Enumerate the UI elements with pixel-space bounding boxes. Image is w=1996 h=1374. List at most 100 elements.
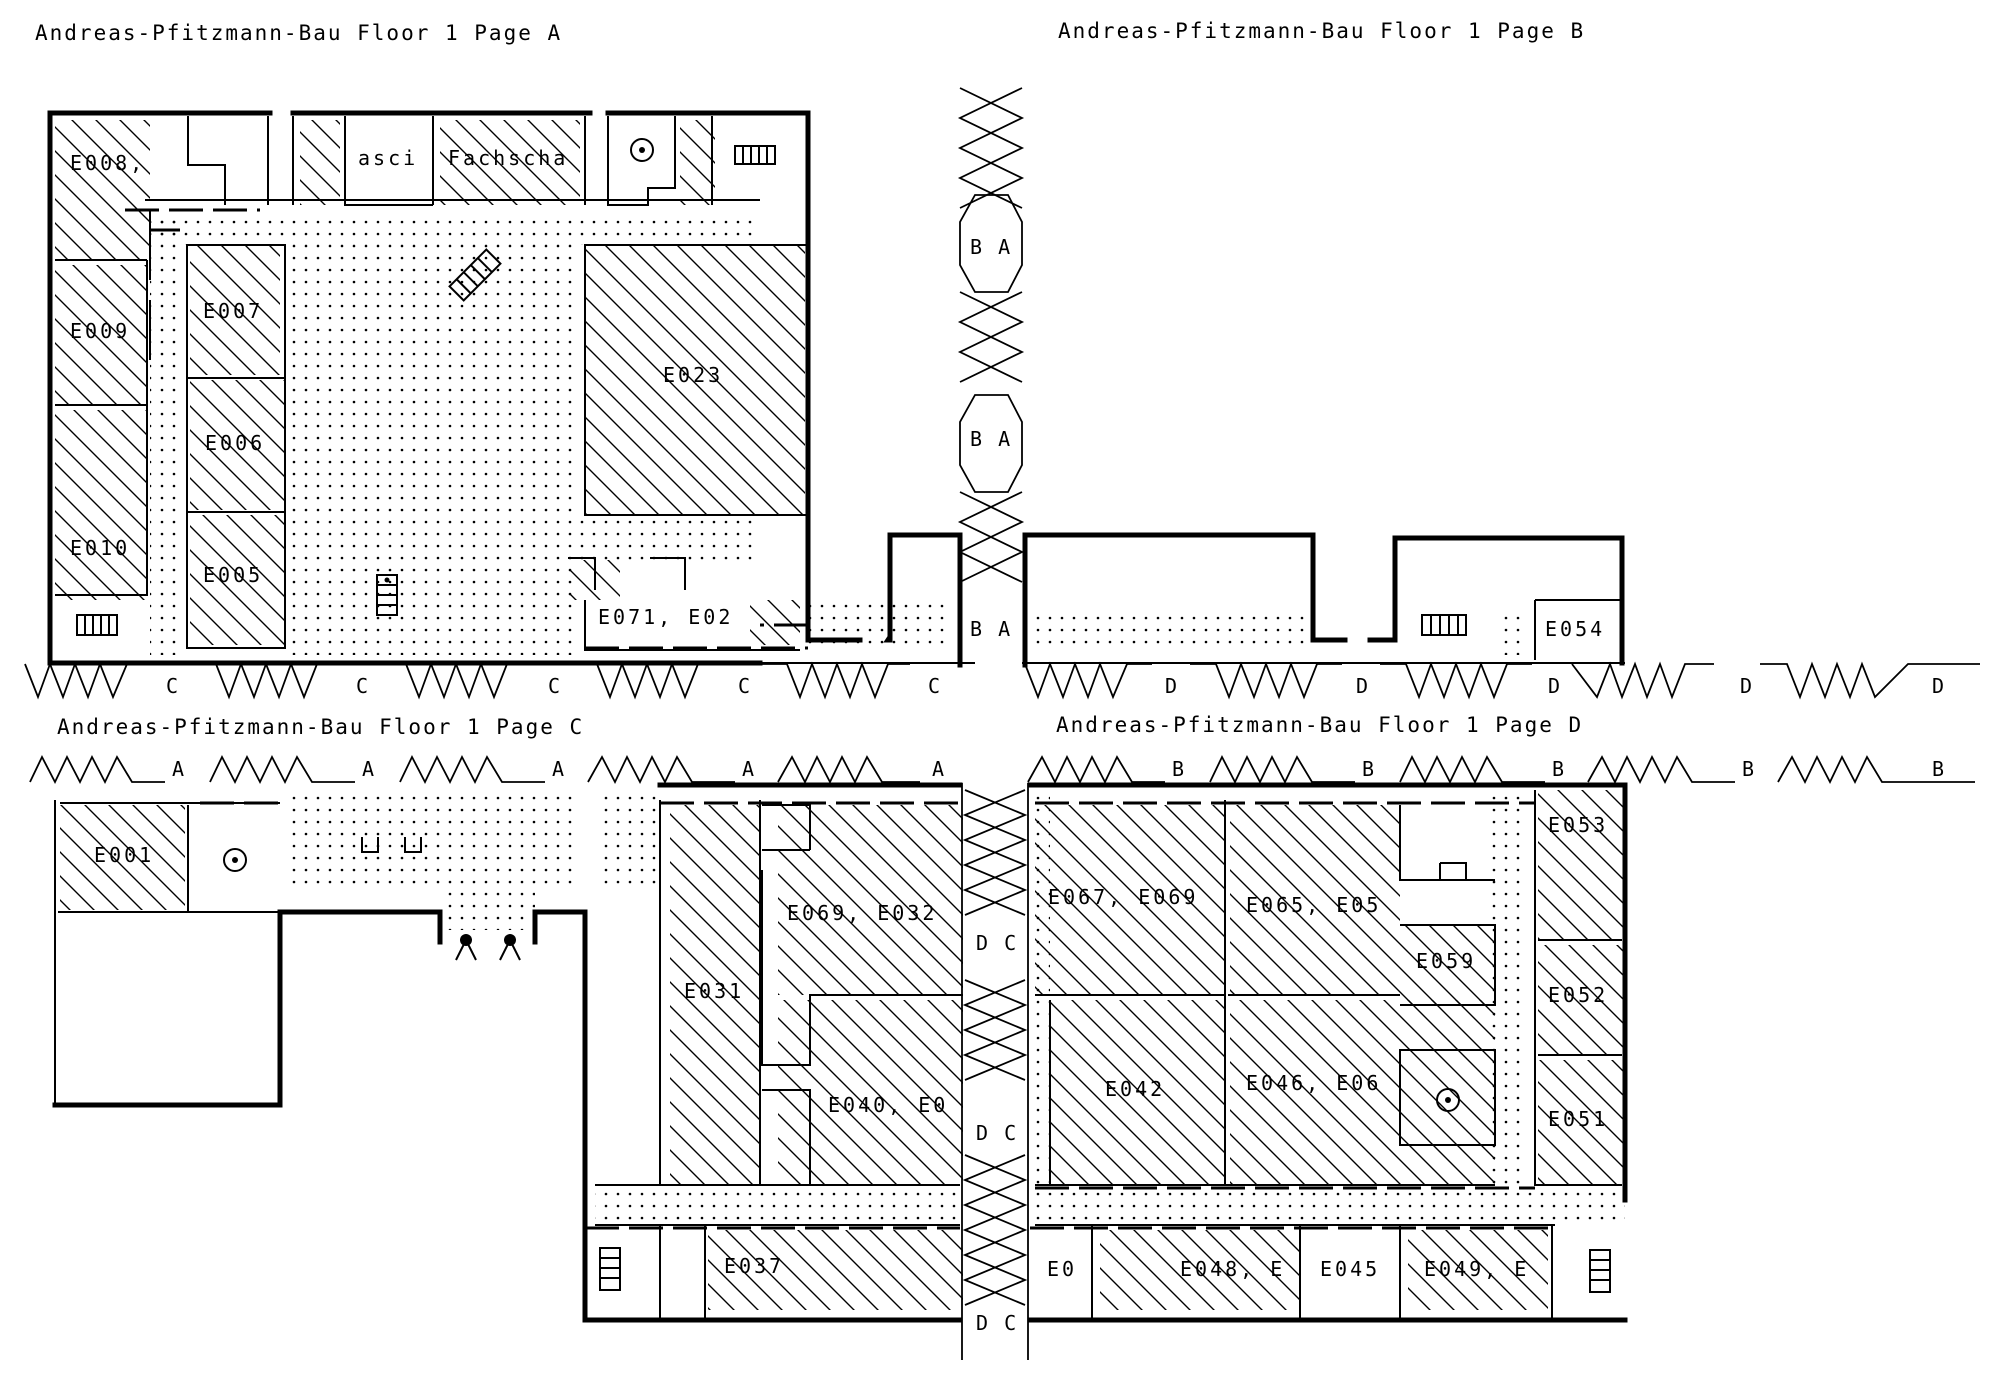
room-label-e054: E054 bbox=[1545, 617, 1605, 641]
connector-label: D C bbox=[976, 931, 1018, 955]
room-e046[interactable] bbox=[1230, 1000, 1495, 1185]
connector-label: A bbox=[932, 757, 946, 781]
room-label-e001: E001 bbox=[94, 843, 154, 867]
connector-label: D bbox=[1356, 674, 1370, 698]
elevator-icon bbox=[630, 138, 654, 162]
room-label-e059: E059 bbox=[1416, 949, 1476, 973]
stairs-icon bbox=[1421, 614, 1467, 636]
room-label-e008: E008, bbox=[70, 151, 145, 175]
room-label-e065: E065, E05 bbox=[1246, 893, 1381, 917]
stairs-icon bbox=[376, 574, 398, 616]
entrance-icon bbox=[455, 934, 521, 961]
room-label-e071: E071, E02 bbox=[598, 605, 733, 629]
connector-label: B bbox=[1172, 757, 1186, 781]
room-label-e0: E0 bbox=[1047, 1257, 1077, 1281]
stairs-icon bbox=[448, 248, 502, 302]
connector-label: C bbox=[166, 674, 180, 698]
connector-label: D bbox=[1932, 674, 1946, 698]
room-label-e049: E049, E bbox=[1424, 1257, 1529, 1281]
room-label-e042: E042 bbox=[1105, 1077, 1165, 1101]
room-e065[interactable] bbox=[1230, 805, 1400, 995]
connector-label: B bbox=[1362, 757, 1376, 781]
room-label-e046: E046, E06 bbox=[1246, 1071, 1381, 1095]
room-e053[interactable] bbox=[1538, 790, 1623, 940]
page-title-c: Andreas-Pfitzmann-Bau Floor 1 Page C bbox=[57, 715, 584, 739]
room-e009[interactable] bbox=[55, 265, 147, 405]
room-e042[interactable] bbox=[1050, 1000, 1225, 1185]
room-label-e005: E005 bbox=[203, 563, 263, 587]
room-label-e009: E009 bbox=[70, 319, 130, 343]
room-e007[interactable] bbox=[190, 245, 280, 375]
connector-label: C bbox=[356, 674, 370, 698]
elevator-icon bbox=[1436, 1088, 1460, 1112]
connector-label: C bbox=[548, 674, 562, 698]
connector-label: A bbox=[362, 757, 376, 781]
connector-label: B bbox=[1932, 757, 1946, 781]
room-label-e007: E007 bbox=[203, 299, 263, 323]
elevator-icon bbox=[223, 848, 247, 872]
connector-label: B bbox=[1742, 757, 1756, 781]
room-e051[interactable] bbox=[1538, 1060, 1623, 1185]
room-label-e010: E010 bbox=[70, 536, 130, 560]
room-e037[interactable] bbox=[708, 1230, 963, 1310]
room-e048[interactable] bbox=[1100, 1230, 1300, 1310]
page-title-b: Andreas-Pfitzmann-Bau Floor 1 Page B bbox=[1058, 19, 1585, 43]
connector-label: B bbox=[1552, 757, 1566, 781]
page-title-d: Andreas-Pfitzmann-Bau Floor 1 Page D bbox=[1056, 713, 1583, 737]
room-label-e045: E045 bbox=[1320, 1257, 1380, 1281]
room-label-asci: asci bbox=[358, 146, 418, 170]
room-e052[interactable] bbox=[1538, 945, 1623, 1055]
room-label-e069-e032: E069, E032 bbox=[787, 901, 937, 925]
connector-c-d: D C D C D C bbox=[961, 783, 1029, 1360]
stairs-icon bbox=[1589, 1249, 1611, 1293]
stairs-icon bbox=[599, 1247, 621, 1291]
connector-label: B A bbox=[970, 235, 1012, 259]
connector-row-top: C C C C C D D D D D bbox=[24, 661, 1980, 700]
room-e031[interactable] bbox=[670, 805, 760, 1185]
room-e005[interactable] bbox=[190, 515, 285, 645]
stairs-icon bbox=[734, 145, 776, 165]
connector-label: B A bbox=[970, 617, 1012, 641]
room-label-e051: E051 bbox=[1548, 1107, 1608, 1131]
room-label-e006: E006 bbox=[205, 431, 265, 455]
connector-label: D C bbox=[976, 1311, 1018, 1335]
connector-label: D bbox=[1740, 674, 1754, 698]
connector-label: A bbox=[172, 757, 186, 781]
restroom-icon bbox=[361, 837, 422, 853]
page-a-plan: E008, asci Fachscha E009 E007 E006 E010 … bbox=[47, 110, 1625, 668]
room-e067-e069[interactable] bbox=[1035, 805, 1225, 995]
room-e069-e032[interactable] bbox=[778, 805, 963, 995]
room-e059[interactable] bbox=[1400, 925, 1495, 1005]
connector-label: C bbox=[738, 674, 752, 698]
room-e006[interactable] bbox=[190, 380, 285, 510]
page-d-labels: E067, E069 E065, E05 E059 E042 E046, E06… bbox=[1047, 813, 1608, 1281]
connector-label: A bbox=[552, 757, 566, 781]
page-c-plan: E001 E069, E032 E031 E040, E0 E037 bbox=[52, 782, 1628, 1323]
connector-label: B A bbox=[970, 427, 1012, 451]
room-label-e052: E052 bbox=[1548, 983, 1608, 1007]
room-e010[interactable] bbox=[55, 410, 147, 600]
stairs-icon bbox=[76, 614, 118, 636]
connector-label: C bbox=[928, 674, 942, 698]
room-label-e040: E040, E0 bbox=[828, 1093, 948, 1117]
connector-label: D bbox=[1548, 674, 1562, 698]
connector-label: D C bbox=[976, 1121, 1018, 1145]
room-label-e031: E031 bbox=[684, 979, 744, 1003]
connector-label: D bbox=[1165, 674, 1179, 698]
room-e040[interactable] bbox=[778, 1000, 963, 1185]
room-e001[interactable] bbox=[60, 805, 185, 910]
room-label-e053: E053 bbox=[1548, 813, 1608, 837]
connector-label: A bbox=[742, 757, 756, 781]
page-title-a: Andreas-Pfitzmann-Bau Floor 1 Page A bbox=[35, 21, 562, 45]
room-label-e048: E048, E bbox=[1180, 1257, 1285, 1281]
room-e023[interactable] bbox=[585, 245, 805, 515]
room-label-e023: E023 bbox=[663, 363, 723, 387]
connector-a-b: B A B A B A bbox=[957, 87, 1025, 641]
room-e008[interactable] bbox=[55, 120, 150, 260]
room-e049[interactable] bbox=[1408, 1230, 1548, 1310]
room-label-e067-e069: E067, E069 bbox=[1048, 885, 1198, 909]
connector-row-bottom: A A A A A B B B B B bbox=[29, 754, 1975, 785]
room-label-fachscha: Fachscha bbox=[448, 146, 568, 170]
room-label-e037: E037 bbox=[724, 1254, 784, 1278]
